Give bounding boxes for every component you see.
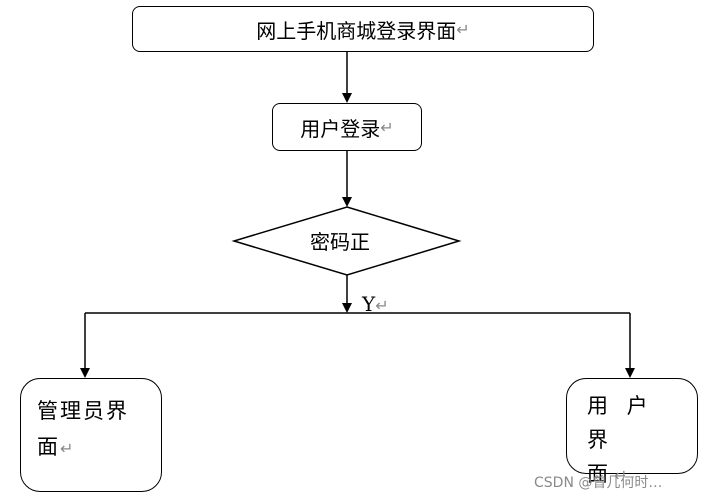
node-mall-login-page: 网上手机商城登录界面↵: [132, 6, 594, 52]
node-mall-login-page-text: 网上手机商城登录界面: [256, 18, 457, 43]
yes-branch-label: Y↵: [362, 292, 389, 316]
node-admin-interface: 管理员界 面↵: [20, 378, 162, 492]
node-admin-interface-line2: 面: [37, 435, 60, 459]
yes-branch-label-text: Y: [362, 292, 376, 316]
decision-text: 密码正: [310, 230, 370, 254]
return-mark-icon: ↵: [614, 466, 634, 485]
return-mark-icon: ↵: [456, 19, 470, 39]
node-user-login-text: 用户登录: [300, 116, 381, 141]
node-user-interface-line2: 面: [587, 462, 614, 486]
return-mark-icon: ↵: [380, 117, 394, 137]
return-mark-icon: ↵: [375, 296, 389, 315]
node-user-interface-line1: 用 户 界: [587, 394, 654, 452]
node-user-interface: 用 户 界 面↵: [566, 378, 698, 486]
node-user-login: 用户登录↵: [272, 103, 422, 151]
watermark: CSDN @曾几何时…: [534, 475, 663, 491]
return-mark-icon: ↵: [60, 439, 76, 458]
node-admin-interface-line1: 管理员界: [37, 399, 129, 423]
